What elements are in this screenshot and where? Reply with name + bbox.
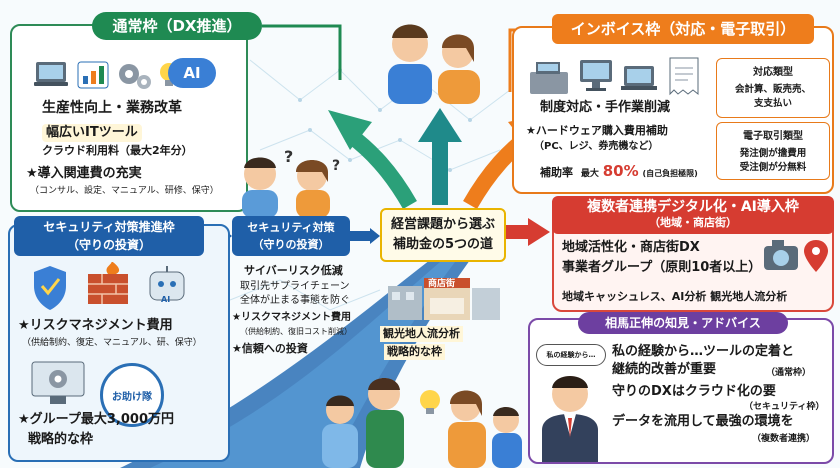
cash-register-icon	[530, 62, 568, 94]
advice-line2-tag: （通常枠）	[766, 368, 812, 378]
green-intro: ★導入関連費の充実	[26, 166, 142, 181]
otasuke-tai-badge: お助け隊	[100, 363, 164, 427]
center-title-line1: 経営課題から選ぶ	[390, 217, 495, 232]
camera-icon	[764, 240, 798, 270]
advisor-illustration	[542, 376, 598, 462]
shop-sign: 商店街	[428, 279, 456, 289]
multi-party-line3: 地域キャッシュレス、AI分析 観光地人流分析	[562, 290, 788, 303]
e-transaction-body2: 受注側が分無料	[739, 162, 807, 173]
multi-party-line1: 地域活性化・商店街DX	[562, 240, 700, 255]
security-frame-title-line2: （守りの投資）	[66, 238, 151, 252]
svg-text:?: ?	[284, 148, 293, 166]
robot-icon	[149, 266, 185, 301]
standard-frame-panel	[10, 24, 248, 212]
support-type-body1: 会計算、販売売、	[734, 84, 811, 95]
advice-line4-tag: （複数者連携）	[752, 434, 816, 444]
security-measures-title-line2: （守りの投資）	[252, 238, 330, 251]
svg-text:?: ?	[332, 158, 340, 174]
support-type-card: 対応類型 会計算、販売売、 支支払い	[716, 58, 830, 118]
badge-main-text: お助け隊	[112, 392, 152, 403]
speech-bubble: 私の経験から…	[536, 344, 606, 366]
lightbulb-idea-icon	[420, 390, 440, 414]
celebrating-team-illustration	[322, 378, 522, 468]
security-strategic: 戦略的な枠	[28, 432, 94, 447]
green-intro-detail: （コンサル、設定、マニュアル、研修、保守）	[30, 186, 219, 196]
center-title-box: 経営課題から選ぶ 補助金の5つの道	[380, 208, 506, 262]
invoice-hardware: ★ハードウェア購入費用補助	[526, 124, 668, 137]
tourism-line1: 観光地人流分析	[380, 326, 463, 342]
center-title-line2: 補助金の5つの道	[392, 237, 494, 252]
security-frame-title-line1: セキュリティ対策推進枠	[43, 220, 175, 234]
mid-risk-detail: （供給制約、復旧コスト削減）	[240, 327, 352, 336]
confused-people-illustration: ? ?	[242, 148, 340, 218]
receipt-icon	[669, 57, 699, 96]
camera-location-icons	[764, 240, 828, 272]
standard-frame-title: 通常枠（DX推進）	[92, 12, 262, 40]
e-transaction-card: 電子取引類型 発注側が擔費用 受注側が分無料	[716, 122, 830, 180]
advice-line3: 守りのDXはクラウド化の要	[612, 384, 776, 399]
laptop-icon	[34, 62, 68, 86]
e-transaction-body1: 発注側が擔費用	[739, 148, 807, 159]
support-type-title: 対応類型	[753, 67, 793, 78]
green-arrow-head	[328, 110, 372, 150]
desktop-pc-icon	[580, 60, 612, 91]
multi-party-line2: 事業者グループ（原則10者以上）	[562, 260, 762, 275]
security-measures-title-line1: セキュリティ対策	[247, 221, 335, 234]
rate-value: 80%	[602, 162, 639, 180]
advice-title: 相馬正伸の知見・アドバイス	[578, 312, 788, 334]
advice-line4: データを流用して最強の環境を	[612, 414, 794, 429]
mid-risk: ★リスクマネジメント費用	[232, 312, 351, 323]
supply-chain-line2: 全体が止まる事態を防ぐ	[240, 295, 350, 306]
growth-chart-icon	[77, 61, 109, 89]
invoice-hardware-detail: （PC、レジ、券売機など）	[534, 141, 659, 152]
shopping-street-illustration	[388, 278, 500, 320]
cyber-risk-reduction: サイバーリスク低減	[244, 264, 343, 277]
firewall-icon	[88, 262, 128, 304]
advice-line1: 私の経験から…ツールの定着と	[612, 344, 795, 359]
rate-note: (自己負担極限)	[642, 169, 698, 178]
security-icon-row	[34, 262, 185, 310]
invoice-frame-title: インボイス枠（対応・電子取引）	[552, 14, 814, 44]
multi-party-title: 複数者連携デジタル化・AI導入枠	[587, 199, 799, 215]
security-risk-detail: （供給制約、復定、マニュアル、研、保守）	[22, 338, 202, 348]
rate-label: 補助率	[540, 166, 573, 179]
robot-ai-label: AI	[161, 295, 171, 304]
trust-investment: ★信頼への投資	[232, 342, 308, 355]
security-risk: ★リスクマネジメント費用	[18, 318, 173, 333]
shield-icon	[34, 266, 66, 310]
security-frame-title: セキュリティ対策推進枠 （守りの投資）	[14, 216, 204, 256]
security-group-max: ★グループ最大3,000万円	[18, 412, 174, 427]
invoice-rate-row: 補助率 最大 80% (自己負担極限)	[540, 162, 698, 180]
gear-icon	[119, 64, 151, 89]
e-transaction-title: 電子取引類型	[743, 131, 803, 142]
advice-line2: 継続的改善が重要	[612, 362, 717, 377]
rate-max: 最大	[580, 169, 599, 179]
ai-brain-icon: AI	[168, 58, 216, 88]
advice-line3-tag: （セキュリティ枠）	[744, 402, 825, 412]
monitor-gear-icon	[31, 361, 85, 404]
green-headline: 生産性向上・業務改革	[42, 100, 182, 116]
multi-party-subtitle: （地域・商店街）	[649, 216, 737, 229]
multi-party-frame-title: 複数者連携デジタル化・AI導入枠 （地域・商店街）	[552, 196, 834, 234]
laptop-icon	[621, 66, 657, 90]
green-tools-line1: 幅広いITツール	[42, 124, 142, 143]
supply-chain-line1: 取引先サプライチェーン	[240, 281, 350, 292]
support-type-body2: 支支払い	[753, 98, 792, 109]
thinking-people-illustration	[388, 24, 480, 104]
tourism-line2: 戦略的な枠	[384, 344, 445, 360]
location-pin-icon	[804, 240, 828, 272]
invoice-headline: 制度対応・手作業削減	[540, 100, 671, 115]
green-tools-line2: クラウド利用料（最大2年分）	[42, 144, 193, 157]
security-measures-title: セキュリティ対策 （守りの投資）	[232, 216, 350, 256]
invoice-device-icons	[530, 57, 699, 96]
